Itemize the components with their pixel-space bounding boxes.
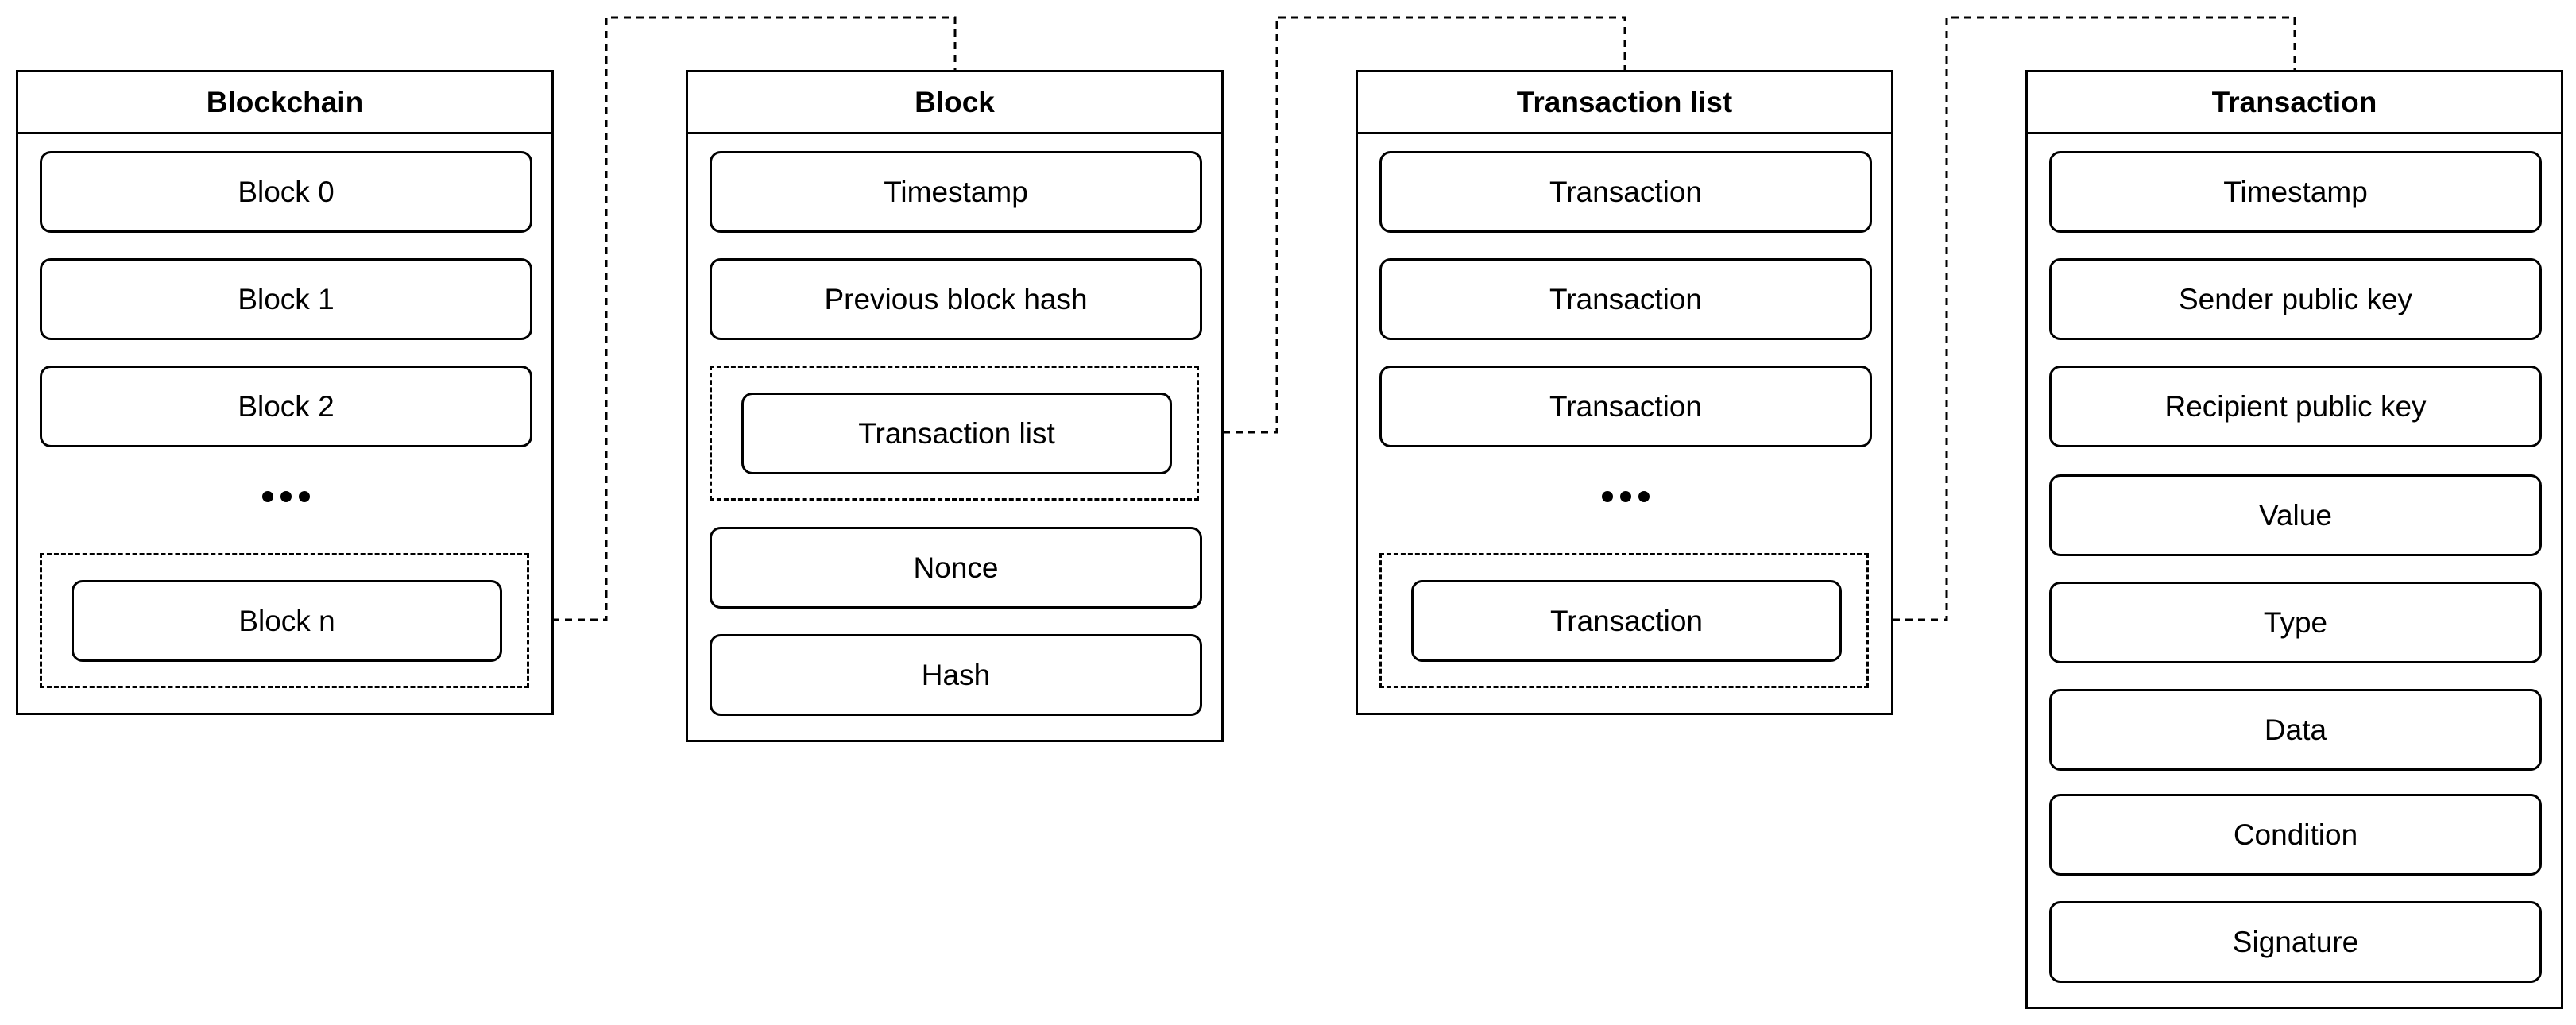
hash-field: Hash [710,634,1202,716]
block-timestamp-field: Timestamp [710,151,1202,233]
transaction-item: Transaction [1379,366,1872,447]
more-blocks-ellipsis [40,485,532,509]
transaction-list-highlight: Transaction list [710,366,1199,501]
block-0-field: Block 0 [40,151,532,233]
recipient-public-key-field: Recipient public key [2049,366,2542,447]
blockchain-panel-title: Blockchain [18,72,551,134]
block-n-highlight: Block n [40,553,529,688]
transaction-item: Transaction [1379,151,1872,233]
block-2-field: Block 2 [40,366,532,447]
nonce-field: Nonce [710,527,1202,609]
block-panel: Block Timestamp Previous block hash Tran… [686,70,1224,742]
transaction-timestamp-field: Timestamp [2049,151,2542,233]
last-transaction-field: Transaction [1411,580,1842,662]
more-transactions-ellipsis [1379,485,1872,509]
transaction-panel: Transaction Timestamp Sender public key … [2025,70,2563,1009]
type-field: Type [2049,582,2542,663]
transaction-list-panel-title: Transaction list [1358,72,1891,134]
block-panel-title: Block [688,72,1221,134]
condition-field: Condition [2049,794,2542,876]
blockchain-panel: Blockchain Block 0 Block 1 Block 2 Block… [16,70,554,715]
block-1-field: Block 1 [40,258,532,340]
sender-public-key-field: Sender public key [2049,258,2542,340]
transaction-panel-title: Transaction [2028,72,2561,134]
transaction-list-panel: Transaction list Transaction Transaction… [1356,70,1893,715]
transaction-item: Transaction [1379,258,1872,340]
block-n-field: Block n [72,580,502,662]
signature-field: Signature [2049,901,2542,983]
data-field: Data [2049,689,2542,771]
value-field: Value [2049,474,2542,556]
last-transaction-highlight: Transaction [1379,553,1869,688]
previous-block-hash-field: Previous block hash [710,258,1202,340]
transaction-list-field: Transaction list [741,393,1172,474]
